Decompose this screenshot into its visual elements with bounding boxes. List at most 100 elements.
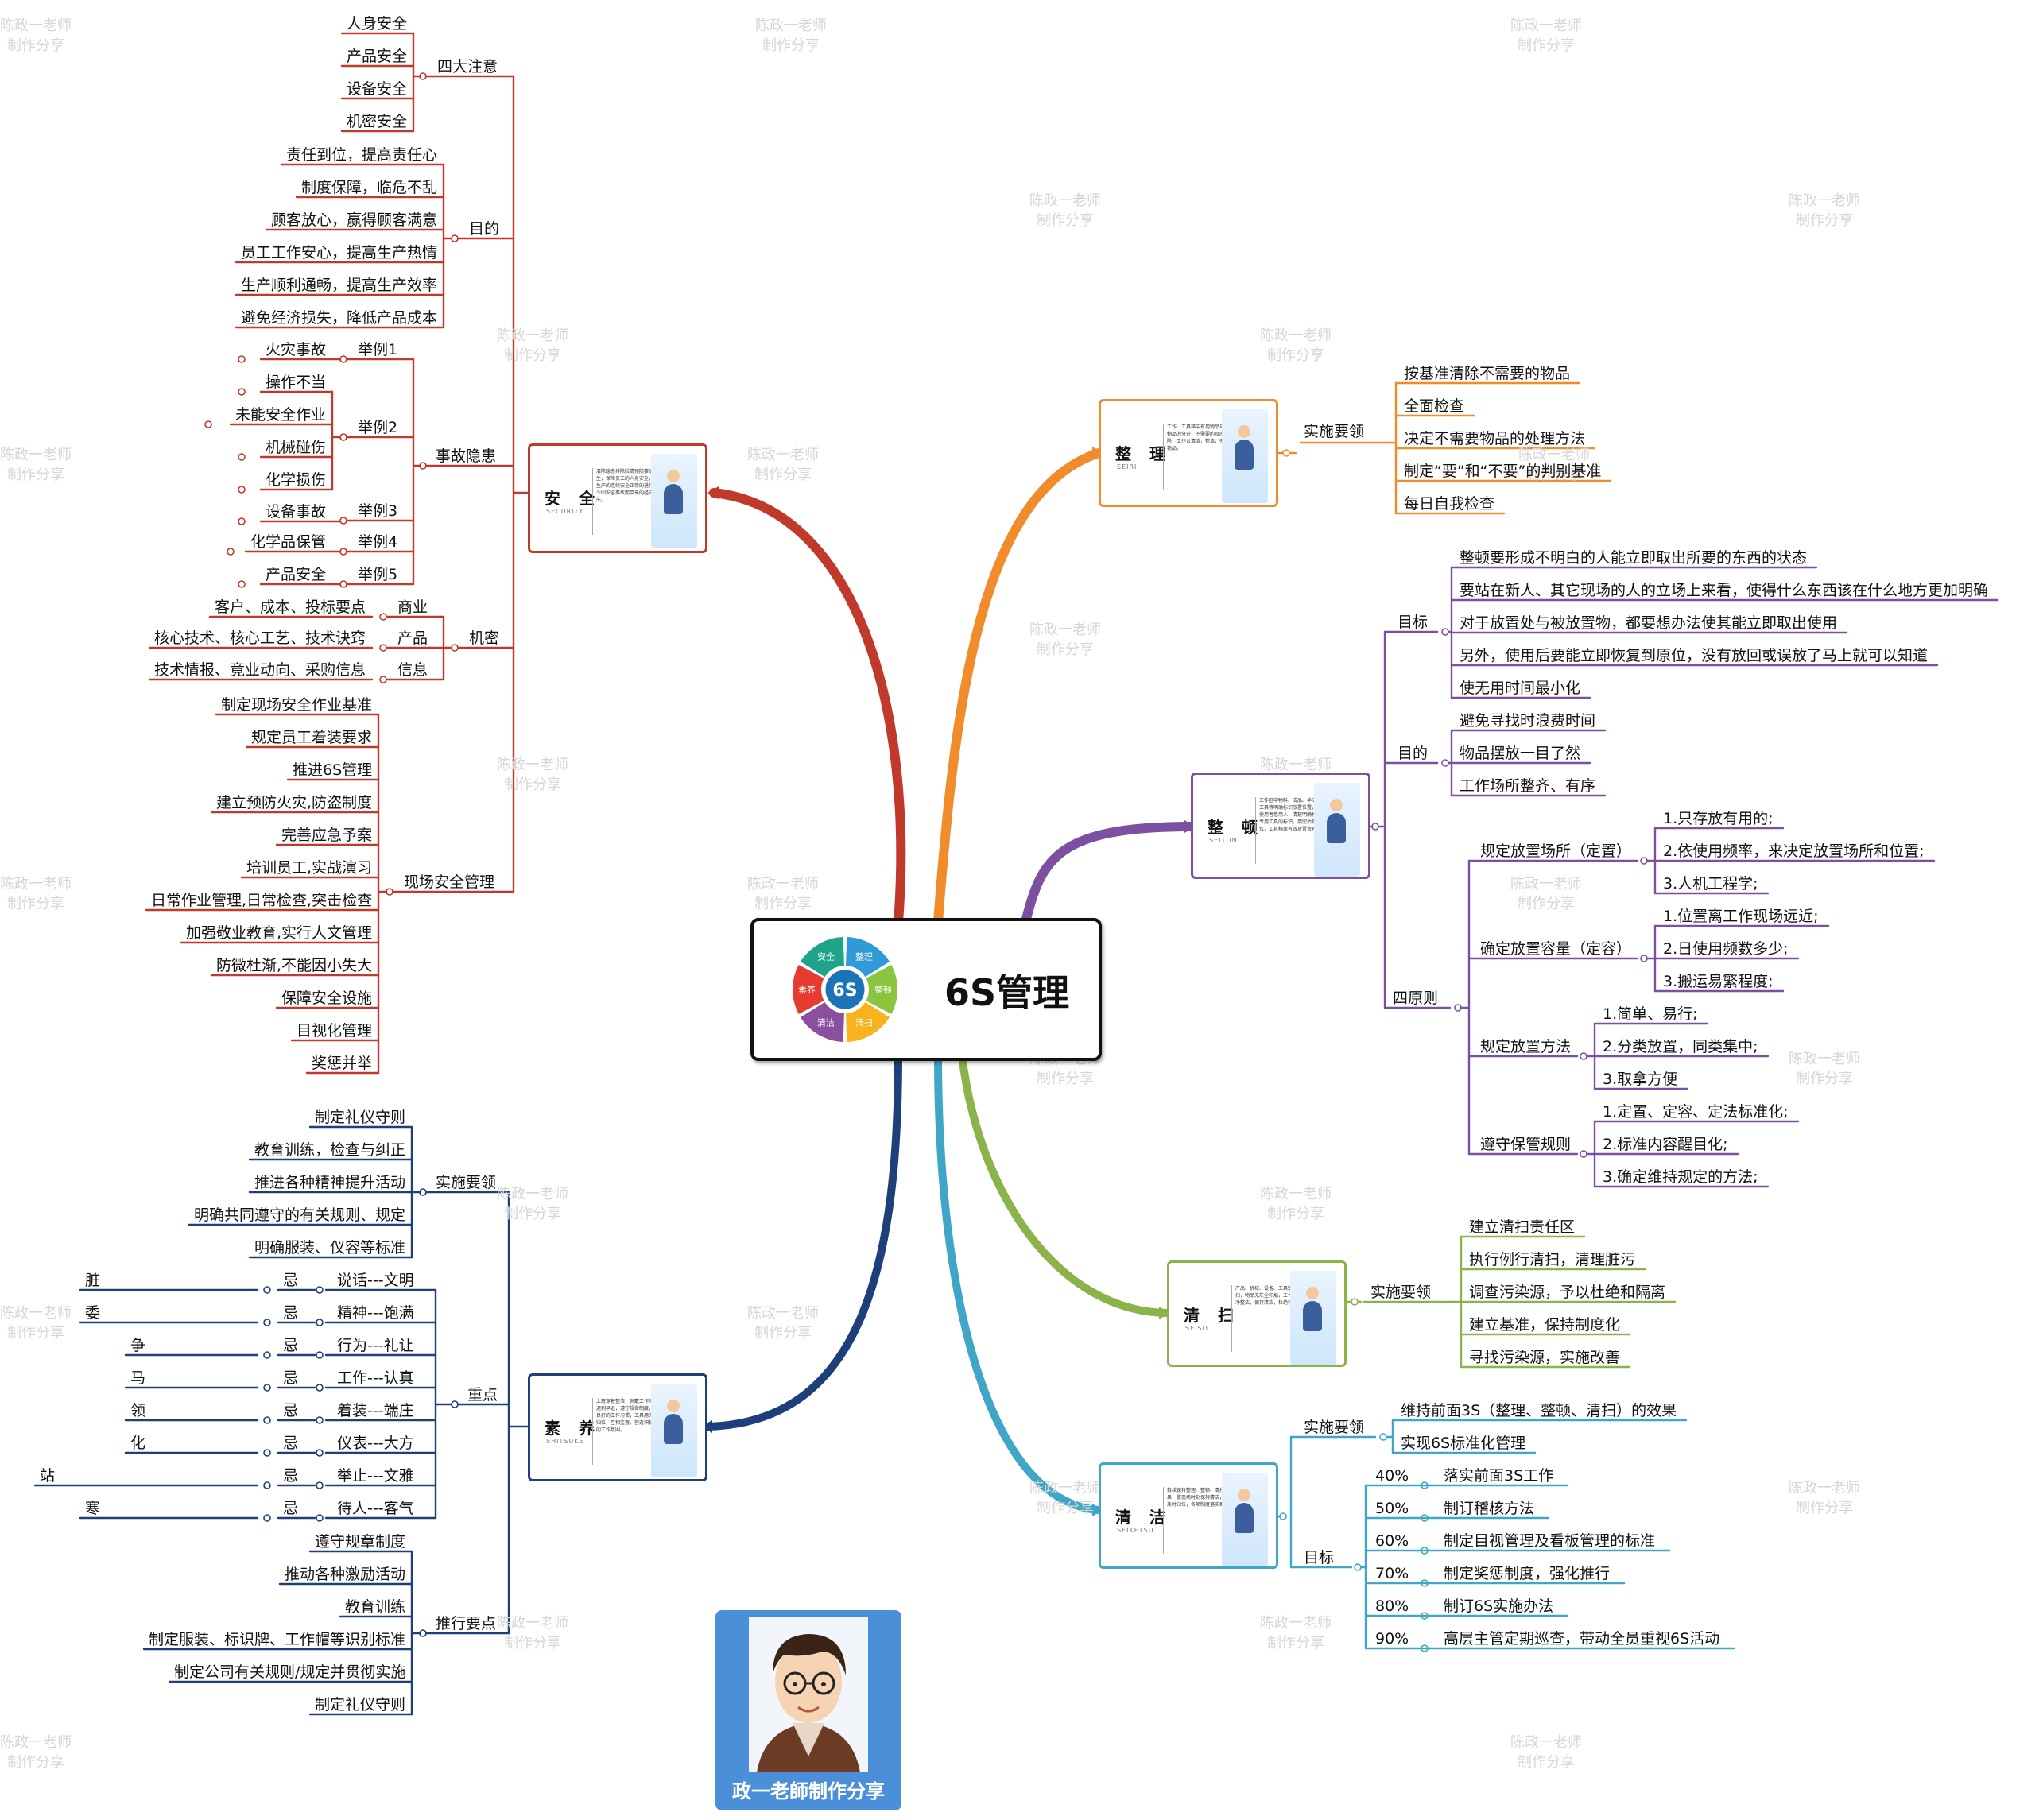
- hazard-item[interactable]: 化学品保管: [250, 533, 327, 551]
- collapse-toggle-icon[interactable]: [263, 1449, 271, 1457]
- collapse-toggle-icon[interactable]: [263, 1481, 271, 1489]
- hazard-example-label[interactable]: 举例1: [358, 341, 398, 358]
- hazard-item[interactable]: 未能安全作业: [235, 406, 327, 424]
- collapse-toggle-icon[interactable]: [263, 1514, 271, 1522]
- principle-item[interactable]: 2.标准内容醒目化;: [1603, 1136, 1728, 1153]
- goal-text[interactable]: 高层主管定期巡查，带动全员重视6S活动: [1444, 1630, 1720, 1648]
- branch-label-seiton-purpose[interactable]: 目的: [1398, 745, 1429, 762]
- branch-label-four-attentions[interactable]: 四大注意: [437, 58, 498, 76]
- topic-node-shitsuke[interactable]: 素 养 SHITSUKE 上班穿着整洁，佩戴工作牌，不迟到早退，遵守规章制度，养…: [528, 1373, 707, 1481]
- branch-label-safety-purpose[interactable]: 目的: [469, 220, 500, 238]
- seiri-step[interactable]: 制定“要”和“不要”的判别基准: [1404, 463, 1602, 480]
- conduct-rule[interactable]: 工作---认真: [337, 1369, 414, 1387]
- shitsuke-impl-item[interactable]: 教育训练，检查与纠正: [254, 1141, 406, 1159]
- collapse-toggle-icon[interactable]: [316, 1416, 324, 1424]
- shitsuke-impl-item[interactable]: 推进各种精神提升活动: [254, 1174, 406, 1191]
- branch-label-seiri-impl[interactable]: 实施要领: [1304, 423, 1365, 440]
- collapse-toggle-icon[interactable]: [263, 1416, 271, 1424]
- collapse-toggle-icon[interactable]: [316, 1351, 324, 1359]
- collapse-toggle-icon[interactable]: [238, 355, 246, 363]
- collapse-toggle-icon[interactable]: [263, 1384, 271, 1392]
- collapse-toggle-icon[interactable]: [1351, 1298, 1359, 1306]
- safety-purpose-item[interactable]: 顾客放心，赢得顾客满意: [271, 211, 438, 229]
- branch-label-hazards[interactable]: 事故隐患: [436, 447, 497, 465]
- goal-text[interactable]: 落实前面3S工作: [1444, 1467, 1554, 1485]
- seiketsu-impl-item[interactable]: 维持前面3S（整理、整顿、清扫）的效果: [1401, 1402, 1677, 1419]
- collapse-toggle-icon[interactable]: [316, 1384, 324, 1392]
- branch-label-seiketsu-impl[interactable]: 实施要领: [1304, 1419, 1365, 1436]
- seiso-step[interactable]: 寻找污染源，实施改善: [1469, 1349, 1621, 1366]
- avoid-marker[interactable]: 忌: [283, 1272, 299, 1289]
- collapse-toggle-icon[interactable]: [316, 1449, 324, 1457]
- principle-label[interactable]: 规定放置方法: [1480, 1038, 1572, 1055]
- collapse-toggle-icon[interactable]: [316, 1481, 324, 1489]
- shitsuke-impl-item[interactable]: 明确共同遵守的有关规则、规定: [194, 1206, 406, 1224]
- promotion-item[interactable]: 制定公司有关规则/规定并贯彻实施: [174, 1663, 406, 1681]
- collapse-toggle-icon[interactable]: [263, 1351, 271, 1359]
- branch-label-seiketsu-goal[interactable]: 目标: [1304, 1549, 1335, 1566]
- site-safety-item[interactable]: 规定员工着装要求: [251, 729, 373, 746]
- hazard-example-label[interactable]: 举例4: [358, 533, 398, 551]
- hazard-item[interactable]: 操作不当: [266, 374, 327, 391]
- branch-label-seiton-goal[interactable]: 目标: [1398, 614, 1429, 631]
- topic-node-seiton[interactable]: 整 顿 SEITON 工作区中物料、成品、半成品、工具等明确标识放置位置，工具使…: [1191, 773, 1370, 879]
- branch-label-site-safety[interactable]: 现场安全管理: [404, 873, 495, 891]
- safety-attention-item[interactable]: 人身安全: [347, 15, 408, 33]
- avoid-item[interactable]: 站: [40, 1467, 56, 1485]
- safety-purpose-item[interactable]: 制度保障，临危不乱: [301, 179, 438, 196]
- avoid-item[interactable]: 马: [130, 1369, 146, 1387]
- principle-item[interactable]: 3.人机工程学;: [1663, 875, 1758, 893]
- hazard-example-label[interactable]: 举例3: [358, 502, 398, 520]
- collapse-toggle-icon[interactable]: [316, 1286, 324, 1294]
- collapse-toggle-icon[interactable]: [238, 517, 246, 525]
- collapse-toggle-icon[interactable]: [238, 453, 246, 461]
- confidential-category[interactable]: 产品: [397, 629, 428, 647]
- safety-purpose-item[interactable]: 生产顺利通畅，提高生产效率: [241, 277, 438, 294]
- safety-attention-item[interactable]: 机密安全: [347, 113, 408, 130]
- avoid-item[interactable]: 脏: [85, 1272, 101, 1289]
- branch-label-key-points[interactable]: 重点: [467, 1386, 498, 1404]
- topic-node-seiri[interactable]: 整 理 SEIRI 工作、工具箱中有用物品与无用物品的分开，不需要的及时清除，工…: [1099, 399, 1278, 507]
- avoid-marker[interactable]: 忌: [283, 1500, 299, 1517]
- promotion-item[interactable]: 教育训练: [345, 1598, 406, 1616]
- goal-text[interactable]: 制定目视管理及看板管理的标准: [1444, 1532, 1656, 1550]
- principle-label[interactable]: 遵守保管规则: [1480, 1136, 1572, 1153]
- seiton-purpose-item[interactable]: 避免寻找时浪费时间: [1460, 712, 1596, 730]
- seiso-step[interactable]: 执行例行清扫，清理脏污: [1469, 1251, 1636, 1268]
- collapse-toggle-icon[interactable]: [316, 1319, 324, 1326]
- avoid-item[interactable]: 领: [130, 1402, 146, 1419]
- avoid-marker[interactable]: 忌: [283, 1467, 299, 1485]
- topic-node-seiketsu[interactable]: 清 洁 SEIKETSU 持续保持整理、整顿、清扫的成果，使现场时刻保持清洁，工…: [1099, 1462, 1278, 1569]
- seiri-step[interactable]: 全面检查: [1404, 397, 1465, 415]
- confidential-item[interactable]: 技术情报、竟业动向、采购信息: [154, 661, 366, 679]
- seiri-step[interactable]: 每日自我检查: [1404, 495, 1495, 513]
- collapse-toggle-icon[interactable]: [204, 420, 212, 428]
- principle-item[interactable]: 2.依使用频率，来决定放置场所和位置;: [1663, 842, 1925, 860]
- confidential-category[interactable]: 商业: [397, 598, 428, 616]
- goal-percent[interactable]: 70%: [1375, 1565, 1409, 1582]
- seiso-step[interactable]: 调查污染源，予以杜绝和隔离: [1469, 1284, 1666, 1301]
- safety-purpose-item[interactable]: 责任到位，提高责任心: [286, 146, 438, 164]
- safety-attention-item[interactable]: 产品安全: [347, 48, 408, 65]
- site-safety-item[interactable]: 防微杜渐,不能因小失大: [216, 957, 373, 974]
- site-safety-item[interactable]: 制定现场安全作业基准: [221, 696, 373, 714]
- seiri-step[interactable]: 按基准清除不需要的物品: [1404, 365, 1571, 382]
- site-safety-item[interactable]: 培训员工,实战演习: [246, 859, 373, 877]
- principle-item[interactable]: 3.搬运易繁程度;: [1663, 973, 1774, 990]
- collapse-toggle-icon[interactable]: [263, 1286, 271, 1294]
- avoid-item[interactable]: 委: [85, 1304, 101, 1322]
- collapse-toggle-icon[interactable]: [238, 486, 246, 494]
- promotion-item[interactable]: 遵守规章制度: [315, 1533, 406, 1551]
- branch-label-shitsuke-impl[interactable]: 实施要领: [436, 1174, 497, 1191]
- site-safety-item[interactable]: 目视化管理: [297, 1022, 373, 1040]
- avoid-marker[interactable]: 忌: [283, 1402, 299, 1419]
- conduct-rule[interactable]: 仪表---大方: [337, 1435, 414, 1452]
- avoid-marker[interactable]: 忌: [283, 1435, 299, 1452]
- avoid-item[interactable]: 寒: [85, 1500, 101, 1517]
- principle-label[interactable]: 确定放置容量（定容）: [1480, 940, 1632, 958]
- goal-percent[interactable]: 50%: [1375, 1500, 1409, 1517]
- hazard-item[interactable]: 产品安全: [266, 566, 327, 583]
- conduct-rule[interactable]: 精神---饱满: [337, 1304, 414, 1322]
- goal-text[interactable]: 制订6S实施办法: [1444, 1597, 1554, 1615]
